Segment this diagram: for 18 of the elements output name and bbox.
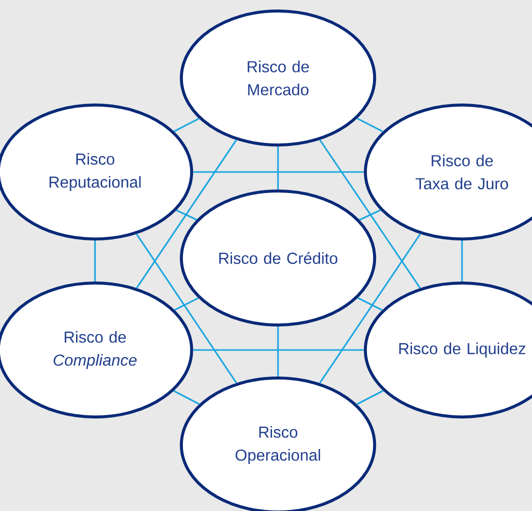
connector-line [193,171,364,173]
connector-line [319,139,421,288]
connector-line [319,234,421,384]
connector-line [357,297,383,311]
connector-line [174,297,199,311]
connector-line [356,390,384,405]
connector-line [193,349,364,351]
connector-line [173,390,200,405]
connector-line [136,234,238,384]
connector-line [174,118,200,132]
connector-line [136,140,237,288]
connector-line [356,118,384,132]
connector-line [277,326,279,376]
connector-line [461,240,463,282]
connector-line [277,146,279,190]
connector-line [359,209,381,221]
connector-line [176,210,197,220]
connector-line [94,240,96,282]
